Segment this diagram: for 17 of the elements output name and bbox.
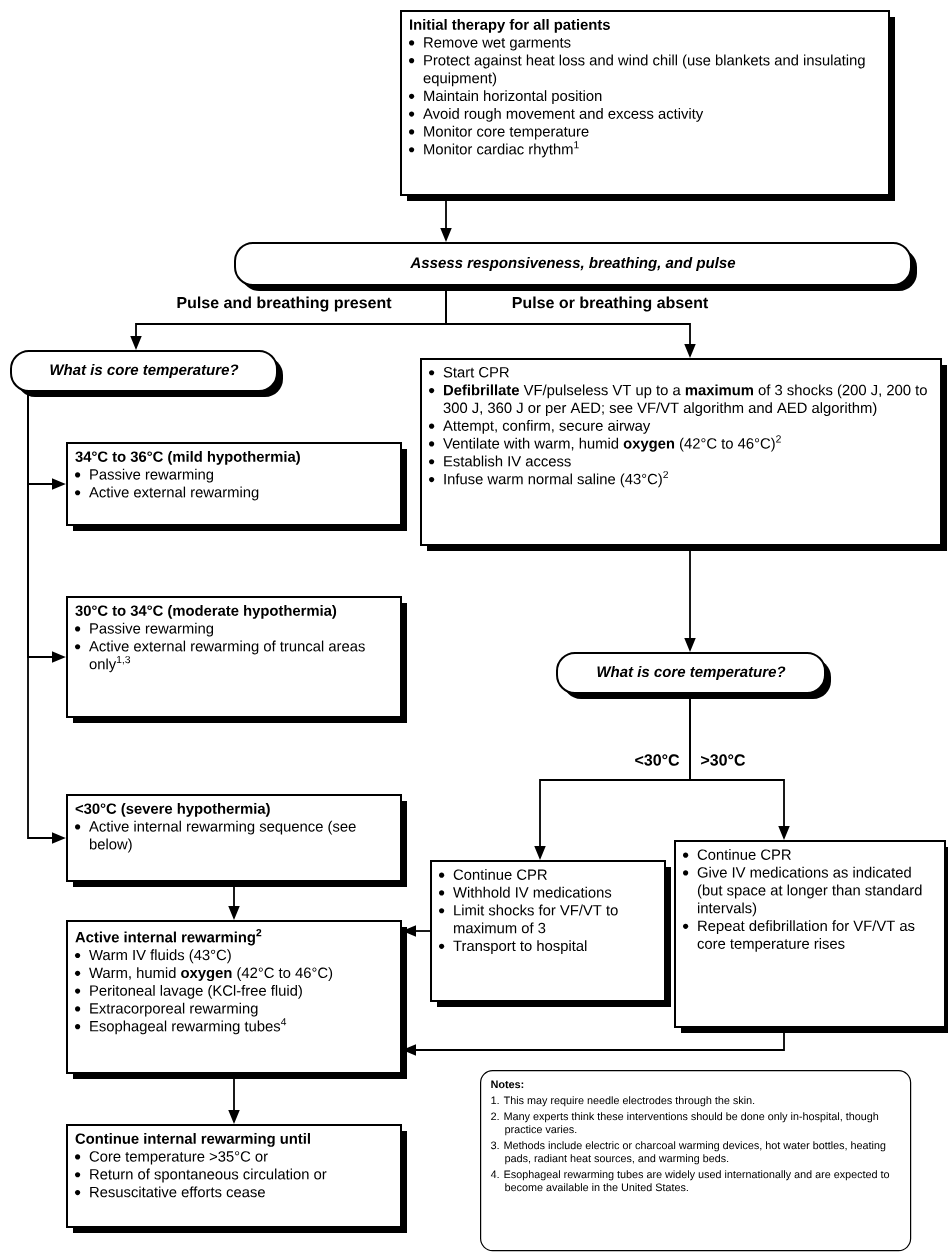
- process-box: [674, 840, 948, 1033]
- edge-label: Pulse or breathing absent: [509, 294, 711, 314]
- process-box: [430, 860, 671, 1007]
- rounded-box: [234, 242, 917, 291]
- process-box: [66, 596, 407, 723]
- notes-box: [480, 1070, 912, 1252]
- edge-label: >30°C: [698, 752, 748, 768]
- rounded-box: [556, 652, 831, 699]
- process-box: [400, 10, 895, 201]
- process-box: [66, 1124, 407, 1233]
- edge-label: Pulse and breathing present: [174, 294, 394, 314]
- process-box: [66, 442, 407, 531]
- process-box: [66, 794, 407, 887]
- rounded-box: [10, 350, 283, 397]
- process-box: [66, 920, 407, 1079]
- edge-label: <30°C: [632, 752, 682, 768]
- process-box: [420, 358, 947, 551]
